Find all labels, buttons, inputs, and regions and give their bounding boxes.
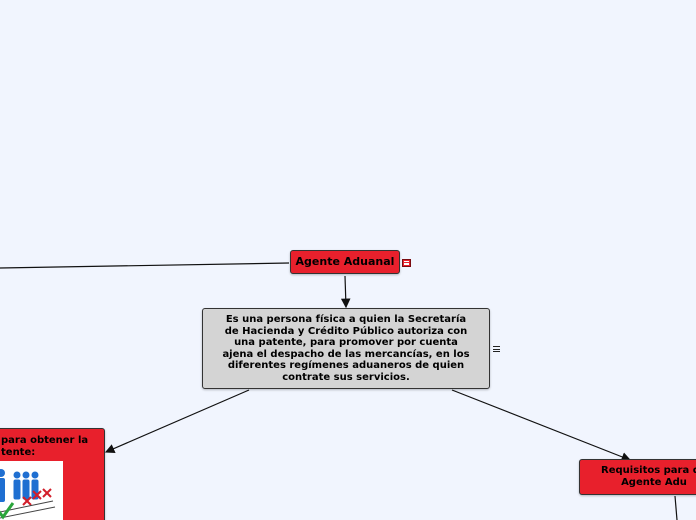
connector-root-definition bbox=[340, 275, 351, 309]
note-icon[interactable] bbox=[402, 259, 411, 267]
connector-root-left bbox=[0, 262, 290, 269]
right-branch-node[interactable]: Requisitos para qu Agente Adu bbox=[579, 459, 696, 495]
left-branch-node[interactable]: para obtener la tente: bbox=[0, 428, 105, 520]
root-node-label: Agente Aduanal bbox=[295, 255, 395, 268]
definition-node[interactable]: Es una persona física a quien la Secreta… bbox=[202, 308, 490, 389]
connector-right-down bbox=[674, 495, 678, 520]
root-node[interactable]: Agente Aduanal bbox=[290, 250, 400, 274]
right-branch-label: Requisitos para qu Agente Adu bbox=[601, 465, 696, 488]
people-image bbox=[0, 461, 63, 520]
left-branch-label: para obtener la tente: bbox=[1, 435, 89, 458]
connector-definition-right bbox=[451, 389, 632, 462]
connector-definition-left bbox=[104, 389, 250, 454]
note-icon[interactable] bbox=[492, 345, 501, 353]
definition-node-text: Es una persona física a quien la Secreta… bbox=[222, 314, 470, 383]
